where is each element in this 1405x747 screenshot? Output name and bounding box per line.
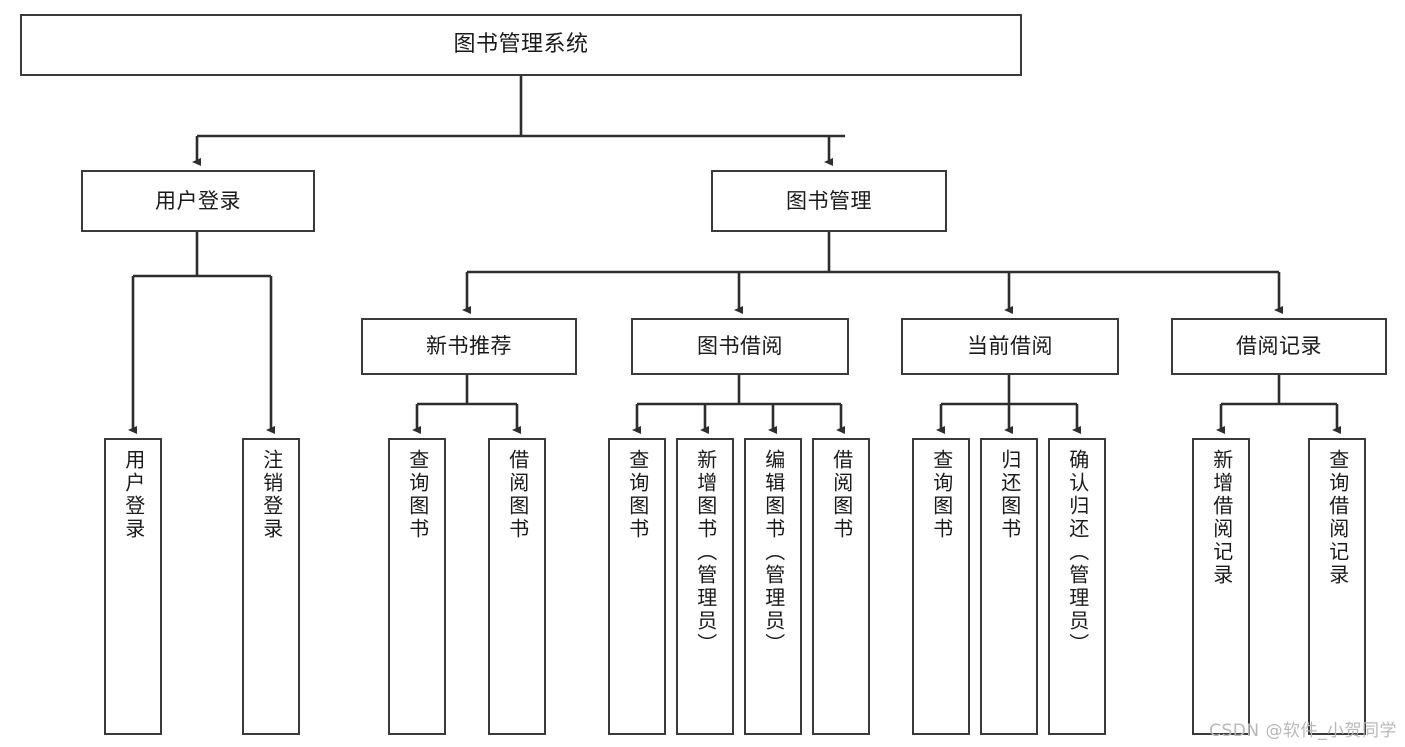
node-label: 图书管理系统 bbox=[453, 32, 589, 58]
node-label: 归还图书 bbox=[997, 449, 1022, 541]
node-label: 编辑图书（管理员） bbox=[761, 449, 786, 656]
node-leaf-add-record[interactable]: 新增借阅记录 bbox=[1192, 438, 1250, 735]
node-label: 查询图书 bbox=[929, 449, 954, 541]
node-label: 新增图书（管理员） bbox=[693, 449, 718, 656]
node-leaf-query-book-2[interactable]: 查询图书 bbox=[608, 438, 666, 735]
node-label: 查询借阅记录 bbox=[1325, 449, 1350, 587]
node-label: 新增借阅记录 bbox=[1209, 449, 1234, 587]
node-book-management[interactable]: 图书管理 bbox=[711, 170, 947, 232]
node-leaf-return-book[interactable]: 归还图书 bbox=[980, 438, 1038, 735]
node-leaf-query-book-3[interactable]: 查询图书 bbox=[912, 438, 970, 735]
node-label: 注销登录 bbox=[259, 449, 284, 541]
node-label: 图书管理 bbox=[786, 188, 872, 213]
node-leaf-borrow-book-2[interactable]: 借阅图书 bbox=[812, 438, 870, 735]
node-leaf-query-record[interactable]: 查询借阅记录 bbox=[1308, 438, 1366, 735]
node-user-login[interactable]: 用户登录 bbox=[81, 170, 315, 232]
node-label: 当前借阅 bbox=[967, 334, 1053, 359]
node-leaf-confirm-return[interactable]: 确认归还（管理员） bbox=[1048, 438, 1106, 735]
node-label: 借阅图书 bbox=[505, 449, 530, 541]
node-leaf-borrow-book-1[interactable]: 借阅图书 bbox=[488, 438, 546, 735]
node-leaf-logout[interactable]: 注销登录 bbox=[242, 438, 300, 735]
node-root-book-management-system[interactable]: 图书管理系统 bbox=[20, 14, 1022, 76]
node-current-borrow[interactable]: 当前借阅 bbox=[901, 318, 1119, 375]
node-label: 新书推荐 bbox=[426, 334, 512, 359]
node-label: 用户登录 bbox=[121, 449, 146, 541]
node-label: 借阅图书 bbox=[829, 449, 854, 541]
node-label: 图书借阅 bbox=[697, 334, 783, 359]
node-label: 用户登录 bbox=[155, 188, 241, 213]
node-borrow-record[interactable]: 借阅记录 bbox=[1171, 318, 1387, 375]
node-leaf-edit-book[interactable]: 编辑图书（管理员） bbox=[744, 438, 802, 735]
node-leaf-user-login[interactable]: 用户登录 bbox=[104, 438, 162, 735]
node-leaf-query-book-1[interactable]: 查询图书 bbox=[388, 438, 446, 735]
csdn-watermark: CSDN @软件_小贺同学 bbox=[1209, 721, 1397, 741]
node-label: 借阅记录 bbox=[1236, 334, 1322, 359]
node-label: 确认归还（管理员） bbox=[1065, 449, 1090, 656]
node-label: 查询图书 bbox=[405, 449, 430, 541]
node-label: 查询图书 bbox=[625, 449, 650, 541]
node-new-book-recommend[interactable]: 新书推荐 bbox=[361, 318, 577, 375]
node-leaf-add-book[interactable]: 新增图书（管理员） bbox=[676, 438, 734, 735]
node-book-borrow[interactable]: 图书借阅 bbox=[631, 318, 849, 375]
